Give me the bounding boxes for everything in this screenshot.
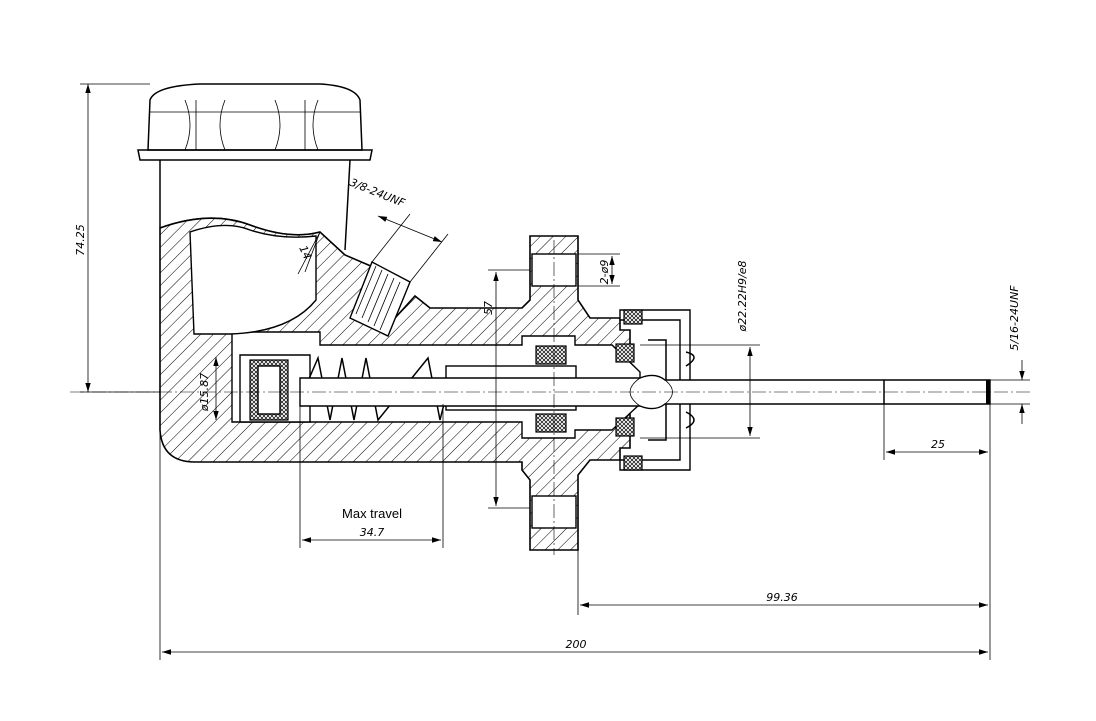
dim-bore-diameter: ø15.87: [198, 373, 211, 412]
rod-seal-bottom: [615, 417, 635, 437]
dim-thread-inlet: 3/8-24UNF: [348, 176, 408, 210]
dim-overall-length: 200: [566, 638, 587, 651]
dust-boot: [619, 309, 695, 471]
dim-flange-height: 57: [482, 301, 495, 315]
reservoir-chamber: [189, 224, 317, 335]
max-travel-label: Max travel: [342, 506, 402, 521]
dim-port-angle: 14: [296, 243, 314, 261]
rod-seal-top: [615, 343, 635, 363]
dim-rod-length: 25: [931, 438, 945, 451]
reservoir-cap: [137, 83, 373, 161]
dim-bore-fit: ø22.22H9/e8: [736, 261, 749, 333]
dimension-lines: [85, 84, 1025, 655]
dim-thread-rod: 5/16-24UNF: [1008, 285, 1021, 351]
dim-flange-holes: 2-ø9: [598, 260, 611, 285]
secondary-seal-bottom: [535, 413, 567, 433]
dim-flange-to-end: 99.36: [766, 591, 798, 604]
secondary-seal-top: [535, 345, 567, 365]
dim-travel: 34.7: [360, 526, 385, 539]
dim-overall-height: 74.25: [74, 224, 87, 256]
